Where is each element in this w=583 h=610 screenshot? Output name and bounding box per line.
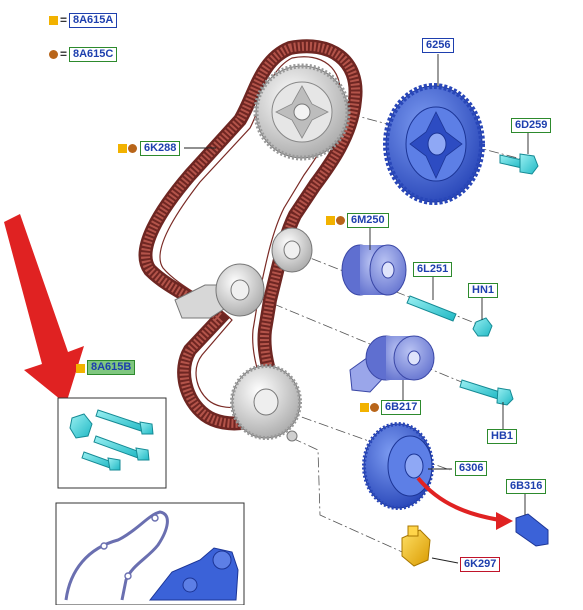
legend-equals-2: =	[60, 47, 68, 61]
idler-bolt-cyan	[459, 379, 514, 406]
legend-equals: =	[60, 13, 68, 27]
idler-square-icon	[360, 403, 369, 412]
tensioner-pulley-grey	[271, 227, 313, 273]
callout-timing-belt: 6K288	[140, 141, 181, 156]
callout-tensioner-stud: 6L251	[413, 262, 453, 277]
crank-sensor-yellow	[401, 525, 431, 567]
legend-square-icon	[49, 16, 58, 25]
crank-sprocket-blue	[362, 422, 434, 510]
callout-tensioner-nut: HN1	[468, 283, 499, 298]
callout-sensor-bracket: 6B316	[506, 479, 547, 494]
crank-gear-grey	[230, 364, 302, 442]
legend-circle-code: 8A615C	[69, 47, 118, 62]
tensioner-stud-cyan	[406, 295, 457, 322]
camshaft-gear-grey	[253, 63, 351, 161]
callout-crankshaft-sprocket: 6306	[455, 461, 488, 476]
callout-crank-sensor: 6K297	[460, 557, 501, 572]
callout-idler-pulley: 6B217	[381, 400, 422, 415]
idler-pulley-grey	[174, 263, 265, 319]
tensioner-pulley-blue	[341, 244, 407, 296]
callout-idler-bolt: HB1	[487, 429, 518, 444]
callout-fastener-kit: 8A615B	[87, 360, 136, 375]
timing-belt-circle-icon	[128, 144, 137, 153]
camshaft-sprocket-blue	[383, 83, 485, 205]
red-curved-arrow	[416, 476, 513, 530]
timing-belt-square-icon	[118, 144, 127, 153]
tensioner-square-icon	[326, 216, 335, 225]
leader-lines	[184, 54, 529, 564]
legend-circle-icon	[49, 50, 58, 59]
legend-square-code: 8A615A	[69, 13, 118, 28]
big-red-arrow	[4, 214, 84, 404]
callout-sprocket-bolt: 6D259	[511, 118, 552, 133]
fastener-kit-box	[57, 397, 167, 489]
sprocket-bolt-cyan	[499, 153, 539, 175]
sensor-bracket-blue	[515, 513, 549, 547]
tensioner-circle-icon	[336, 216, 345, 225]
callout-camshaft-sprocket: 6256	[422, 38, 455, 53]
fastener-kit-square-icon	[76, 364, 85, 373]
lower-inset-box	[55, 502, 245, 606]
idler-pulley-blue	[349, 335, 435, 393]
idler-circle-icon	[370, 403, 379, 412]
callout-tensioner-pulley: 6M250	[347, 213, 389, 228]
tensioner-nut-cyan	[472, 317, 493, 337]
